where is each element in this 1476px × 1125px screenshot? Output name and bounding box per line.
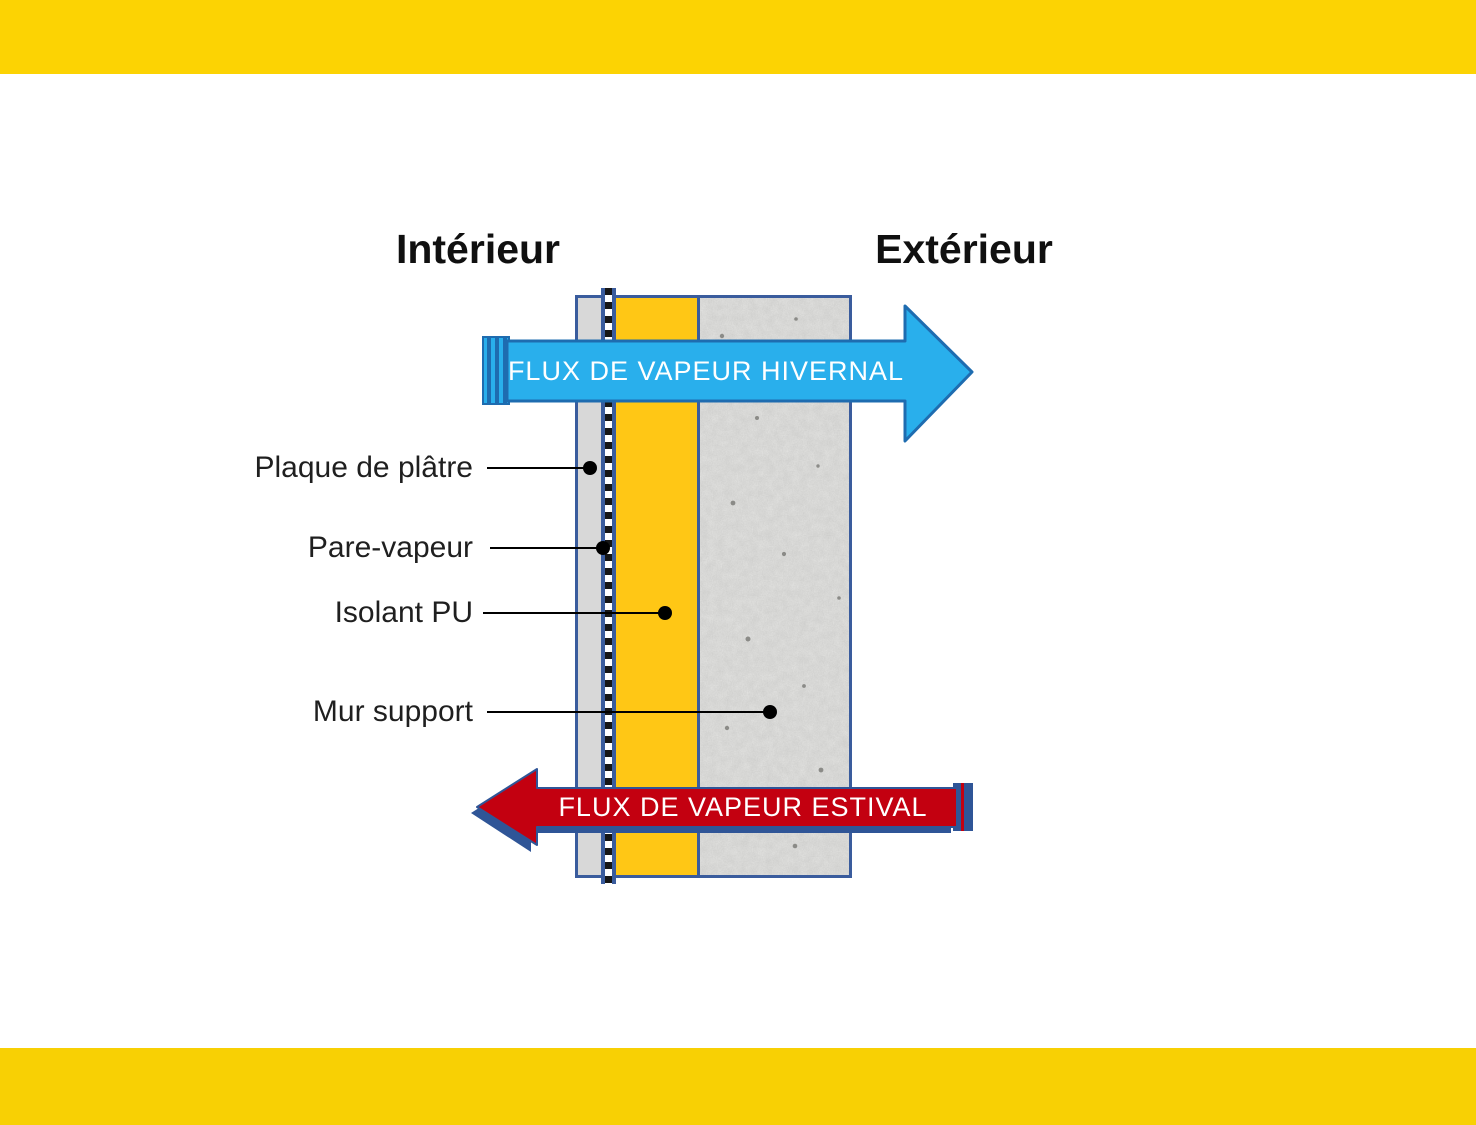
leader-dot-support-wall — [763, 705, 777, 719]
winter-flow-label: FLUX DE VAPEUR HIVERNAL — [507, 356, 905, 386]
top-banner-bar — [0, 0, 1476, 74]
vapor-barrier-edge-left — [601, 288, 605, 884]
leader-dot-pu-insulation — [658, 606, 672, 620]
vapor-barrier-edge-right — [612, 288, 616, 884]
label-plasterboard: Plaque de plâtre — [254, 451, 474, 484]
summer-flow-label: FLUX DE VAPEUR ESTIVAL — [558, 792, 928, 822]
label-support-wall: Mur support — [312, 695, 473, 728]
vapor-barrier-dashed-line — [605, 288, 612, 884]
label-vapor-barrier: Pare-vapeur — [307, 531, 473, 564]
leader-dot-plasterboard — [583, 461, 597, 475]
vapor-barrier-strip — [601, 288, 616, 884]
leader-line-vapor-barrier — [490, 547, 603, 549]
leader-line-plasterboard — [487, 467, 590, 469]
exterior-heading: Extérieur — [875, 226, 1053, 272]
label-pu-insulation: Isolant PU — [334, 596, 473, 629]
layer-separator — [697, 298, 700, 875]
leader-dot-vapor-barrier — [596, 541, 610, 555]
leader-line-support-wall — [487, 711, 770, 713]
interior-heading: Intérieur — [395, 226, 561, 272]
leader-line-pu-insulation — [483, 612, 665, 614]
bottom-banner-bar — [0, 1048, 1476, 1125]
